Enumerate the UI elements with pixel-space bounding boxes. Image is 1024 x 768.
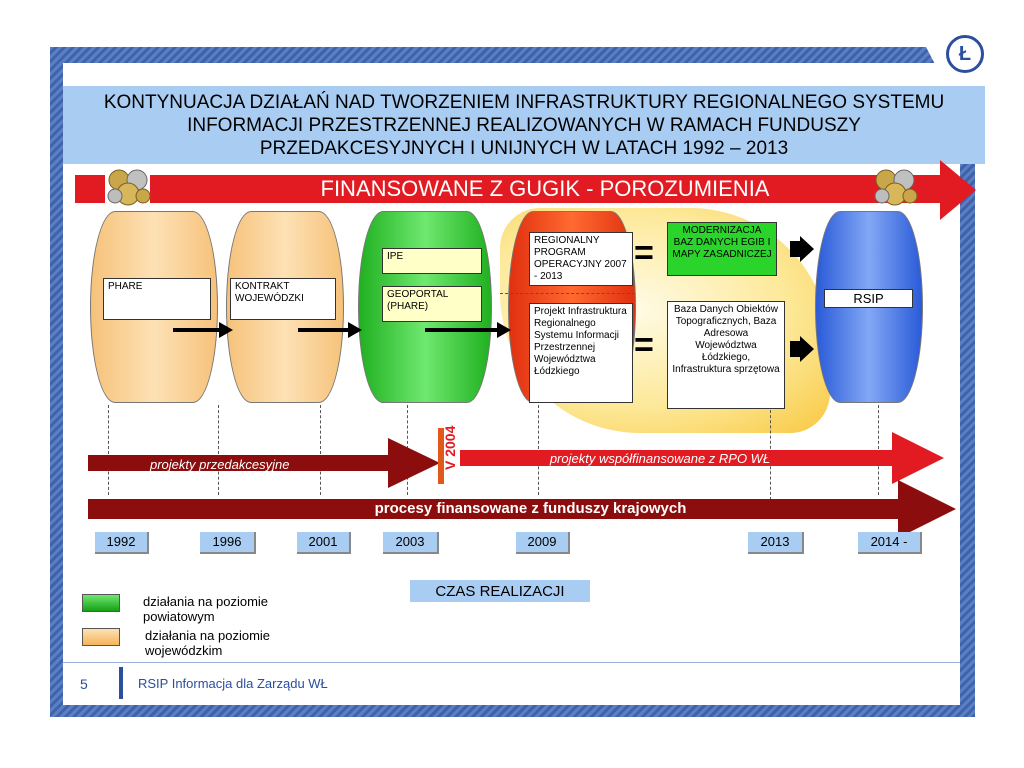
timeline-drop (218, 405, 219, 495)
legend-green-text: działania na poziomie powiatowym (143, 594, 269, 624)
box-phare: PHARE (103, 278, 211, 320)
timeline-drop (108, 405, 109, 495)
year-label: 1992 (95, 532, 149, 554)
equals-sign-bottom: = (634, 326, 654, 364)
czas-realizacji-label: CZAS REALIZACJI (410, 580, 590, 602)
footer-separator (119, 667, 123, 699)
year-label: 2013 (748, 532, 804, 554)
funding-band-arrowhead (940, 160, 976, 220)
year-label: 2014 - (858, 532, 922, 554)
arrow-right-icon (790, 236, 814, 262)
footer-divider (63, 662, 960, 663)
box-rpo: REGIONALNY PROGRAM OPERACYJNY 2007 - 201… (529, 232, 633, 286)
arrow-rpo (460, 432, 944, 484)
box-kontrakt: KONTRAKT WOJEWÓDZKI (230, 278, 336, 320)
year-label: 2003 (383, 532, 439, 554)
year-label: 1996 (200, 532, 256, 554)
arrow-right-icon (298, 322, 362, 338)
slide-title-text: KONTYNUACJA DZIAŁAŃ NAD TWORZENIEM INFRA… (103, 91, 945, 159)
legend-swatch-green (82, 594, 120, 612)
slide-title: KONTYNUACJA DZIAŁAŃ NAD TWORZENIEM INFRA… (63, 86, 985, 164)
arrow-przedakcesyjne (88, 438, 440, 488)
page-number: 5 (80, 676, 88, 692)
box-projekt: Projekt Infrastruktura Regionalnego Syst… (529, 303, 633, 403)
coins-icon-left (107, 169, 151, 206)
v2004-label: V 2004 (442, 425, 458, 470)
arrow-right-icon (425, 322, 511, 338)
arrow-right-icon (173, 322, 233, 338)
box-ipe: IPE (382, 248, 482, 274)
year-label: 2001 (297, 532, 351, 554)
funding-band-label: FINANSOWANE Z GUGIK - POROZUMIENIA (320, 176, 770, 201)
coins-icon-right (874, 169, 918, 206)
arrow-przedakcesyjne-label: projekty przedakcesyjne (150, 457, 290, 472)
legend-swatch-orange (82, 628, 120, 646)
box-modernizacja: MODERNIZACJA BAZ DANYCH EGIB I MAPY ZASA… (667, 222, 777, 276)
legend-orange-text: działania na poziomie wojewódzkim (145, 628, 271, 658)
arrow-krajowe (88, 480, 956, 538)
timeline-drop (320, 405, 321, 495)
year-label: 2009 (516, 532, 570, 554)
equals-sign-top: = (634, 234, 654, 272)
v2004-marker (438, 428, 444, 484)
box-geoportal: GEOPORTAL (PHARE) (382, 286, 482, 322)
logo-icon: Ł (946, 35, 984, 73)
funding-band (150, 175, 940, 203)
funding-band-left (75, 175, 105, 203)
box-rsip: RSIP (824, 289, 913, 308)
arrow-right-icon (790, 336, 814, 362)
rpo-divider-line (500, 293, 635, 294)
arrow-krajowe-label: procesy finansowane z funduszy krajowych (374, 500, 687, 517)
box-baza: Baza Danych Obiektów Topograficznych, Ba… (667, 301, 785, 409)
arrow-rpo-label: projekty współfinansowane z RPO WŁ (549, 451, 771, 466)
footer-text: RSIP Informacja dla Zarządu WŁ (138, 676, 328, 691)
